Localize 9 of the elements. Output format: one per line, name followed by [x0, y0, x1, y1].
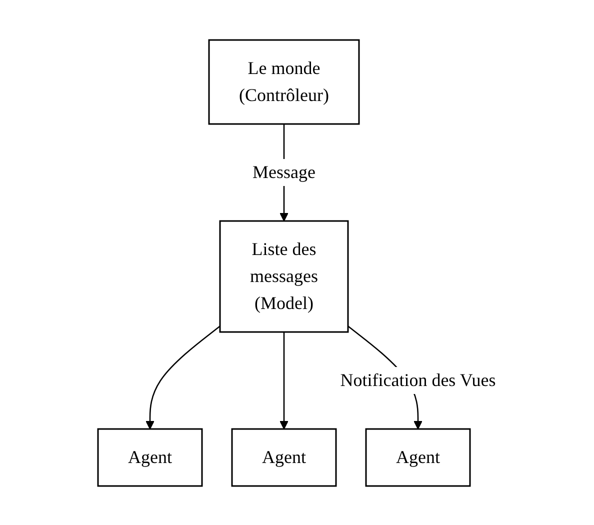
edge-label: Notification des Vues: [340, 370, 496, 390]
node-box: Le monde (Contrôleur): [208, 38, 360, 124]
arrow: [280, 332, 288, 429]
node-box: Agent: [97, 428, 203, 486]
node-box: Liste des messages (Model): [219, 220, 349, 332]
node-box: Agent: [231, 428, 337, 486]
arrow: [146, 325, 221, 429]
node-box: Agent: [365, 428, 471, 486]
edge-label: Message: [252, 162, 316, 182]
